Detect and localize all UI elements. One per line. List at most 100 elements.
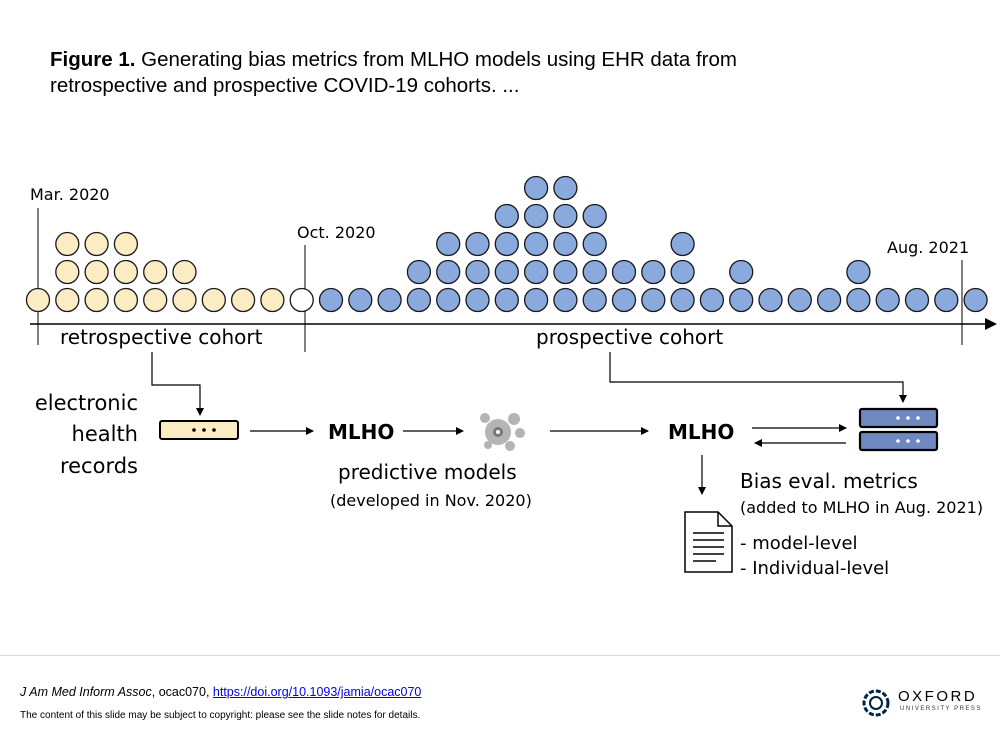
publisher-name: OXFORD xyxy=(898,688,978,705)
patient-dot xyxy=(553,287,578,313)
patient-dot xyxy=(729,287,754,313)
patient-dot xyxy=(260,287,285,313)
citation: J Am Med Inform Assoc, ocac070, https://… xyxy=(20,685,421,699)
patient-dot xyxy=(25,287,51,313)
patient-dot xyxy=(523,203,549,229)
patient-dot xyxy=(436,287,461,313)
patient-dot xyxy=(172,287,197,313)
patient-dot xyxy=(816,287,842,313)
article-id: , ocac070, xyxy=(151,685,213,699)
patient-dot xyxy=(406,259,432,285)
patient-dot xyxy=(465,259,490,285)
patient-dot xyxy=(611,259,637,285)
model-level-label: - model-level xyxy=(740,533,858,554)
patient-dot xyxy=(729,259,754,285)
document-icon xyxy=(684,511,733,573)
mlho-label-2: MLHO xyxy=(668,420,734,444)
patient-dot xyxy=(582,231,607,257)
patient-dot xyxy=(494,231,519,257)
patient-dot xyxy=(84,287,109,313)
oxford-emblem-icon xyxy=(862,689,890,717)
date-start-label: Mar. 2020 xyxy=(30,185,110,204)
patient-dot xyxy=(318,287,344,313)
patient-dot xyxy=(641,259,666,285)
doi-link[interactable]: https://doi.org/10.1093/jamia/ocac070 xyxy=(212,685,422,699)
oxford-logo: OXFORD UNIVERSITY PRESS xyxy=(862,688,982,718)
patient-dot xyxy=(670,287,695,313)
patient-dot xyxy=(289,287,314,313)
patient-dot xyxy=(875,287,900,313)
developed-date-label: (developed in Nov. 2020) xyxy=(330,491,532,510)
patient-dot xyxy=(377,287,402,313)
patient-dot xyxy=(846,259,871,285)
patient-dot xyxy=(113,231,139,257)
patient-dot xyxy=(113,287,139,313)
date-end-label: Aug. 2021 xyxy=(887,238,969,257)
copyright-notice: The content of this slide may be subject… xyxy=(20,710,421,721)
date-mid-label: Oct. 2020 xyxy=(297,223,376,242)
ehr-database-icon xyxy=(159,420,239,440)
figure-diagram: Mar. 2020 Oct. 2020 Aug. 2021 retrospect… xyxy=(25,175,997,579)
individual-level-label: - Individual-level xyxy=(740,558,889,579)
ehr-label-line3: records xyxy=(60,454,138,478)
patient-dot xyxy=(523,287,549,313)
patient-dots xyxy=(25,175,988,313)
patient-dot xyxy=(84,259,109,285)
patient-dot xyxy=(670,231,695,257)
patient-dot xyxy=(582,287,607,313)
timeline-arrowhead xyxy=(985,318,997,330)
bias-metrics-title: Bias eval. metrics xyxy=(740,469,918,493)
patient-dot xyxy=(406,287,432,313)
patient-dot xyxy=(523,175,549,201)
figure-caption: Figure 1. Generating bias metrics from M… xyxy=(50,47,750,99)
patient-dot xyxy=(494,259,519,285)
patient-dot xyxy=(582,203,607,229)
patient-dot xyxy=(523,259,549,285)
journal-name: J Am Med Inform Assoc xyxy=(20,685,152,699)
predictive-models-label: predictive models xyxy=(338,460,517,484)
bias-metrics-subtitle: (added to MLHO in Aug. 2021) xyxy=(740,498,983,517)
publisher-subtitle: UNIVERSITY PRESS xyxy=(900,706,982,712)
caption-text: Generating bias metrics from MLHO models… xyxy=(50,48,737,97)
retrospective-cohort-label: retrospective cohort xyxy=(60,325,263,349)
patient-dot xyxy=(699,287,725,313)
patient-dot xyxy=(553,259,578,285)
ehr-label-line2: health xyxy=(72,422,138,446)
patient-dot xyxy=(143,287,168,313)
retro-to-ehr-connector xyxy=(151,352,204,416)
patient-dot xyxy=(465,231,490,257)
patient-dot xyxy=(758,287,783,313)
patient-dot xyxy=(55,287,80,313)
patient-dot xyxy=(465,287,490,313)
patient-dot xyxy=(934,287,959,313)
patient-dot xyxy=(553,203,578,229)
mlho-label-1: MLHO xyxy=(328,420,394,444)
patient-dot xyxy=(846,287,871,313)
patient-dot xyxy=(963,287,988,313)
patient-dot xyxy=(172,259,197,285)
figure-label: Figure 1. xyxy=(50,48,136,71)
patient-dot xyxy=(787,287,812,313)
patient-dot xyxy=(553,231,578,257)
patient-dot xyxy=(553,175,578,201)
patient-dot xyxy=(348,287,373,313)
ehr-label-line1: electronic xyxy=(35,391,138,415)
gears-icon xyxy=(480,413,525,451)
server-database-icon xyxy=(858,407,939,452)
patient-dot xyxy=(523,231,549,257)
pro-to-server-connector xyxy=(609,352,907,403)
patient-dot xyxy=(55,231,80,257)
patient-dot xyxy=(436,259,461,285)
footer-divider xyxy=(0,655,1000,656)
patient-dot xyxy=(436,231,461,257)
patient-dot xyxy=(143,259,168,285)
patient-dot xyxy=(113,259,139,285)
patient-dot xyxy=(904,287,930,313)
patient-dot xyxy=(494,203,519,229)
patient-dot xyxy=(494,287,519,313)
patient-dot xyxy=(201,287,226,313)
patient-dot xyxy=(641,287,666,313)
patient-dot xyxy=(670,259,695,285)
patient-dot xyxy=(611,287,637,313)
prospective-cohort-label: prospective cohort xyxy=(536,325,723,349)
